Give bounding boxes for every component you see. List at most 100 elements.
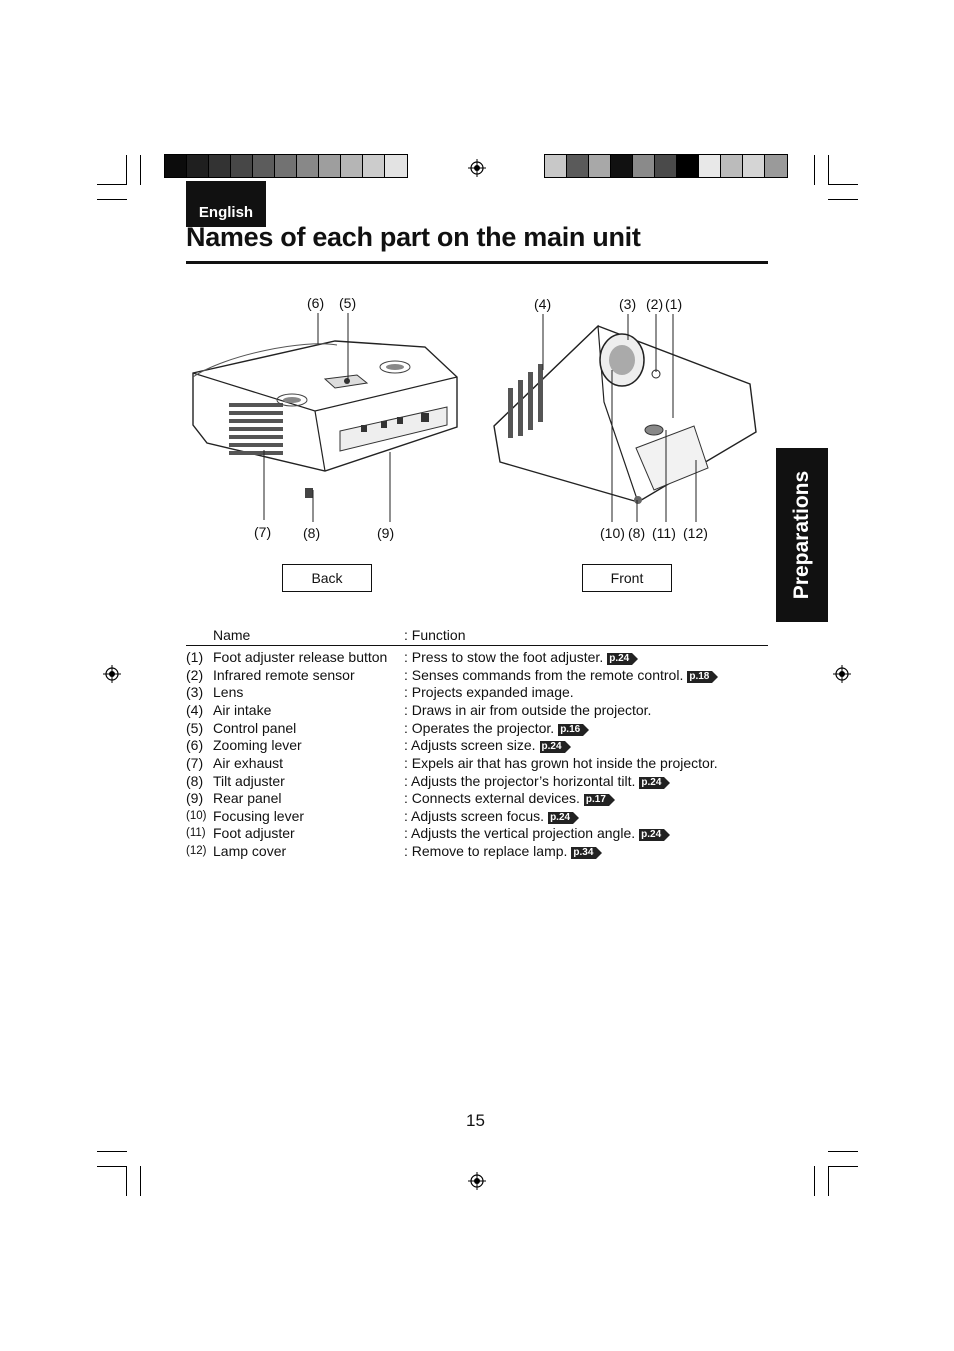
row-function: : Adjusts the projector’s horizontal til… bbox=[404, 773, 671, 789]
row-function: : Senses commands from the remote contro… bbox=[404, 667, 719, 683]
page-reference-badge[interactable]: p.24 bbox=[539, 741, 571, 753]
crop-mark bbox=[828, 155, 829, 185]
crop-mark bbox=[828, 1166, 829, 1196]
table-header-rule bbox=[186, 645, 768, 646]
row-number: (3) bbox=[186, 684, 204, 700]
projector-front-illustration bbox=[493, 324, 757, 504]
leader-lines bbox=[263, 313, 697, 522]
callout-10: (10) bbox=[600, 525, 625, 541]
callout-5: (5) bbox=[339, 295, 357, 311]
registration-mark-icon bbox=[833, 665, 851, 683]
crop-mark bbox=[828, 184, 858, 185]
row-name: Zooming lever bbox=[213, 737, 302, 753]
row-name: Lens bbox=[213, 684, 244, 700]
crop-mark bbox=[97, 1151, 127, 1152]
row-function: : Projects expanded image. bbox=[404, 684, 574, 700]
row-function-text: : Operates the projector. bbox=[404, 720, 555, 736]
row-function-text: : Draws in air from outside the projecto… bbox=[404, 702, 652, 718]
callout-8: (8) bbox=[303, 525, 321, 541]
callout-3: (3) bbox=[619, 296, 637, 312]
page-reference-badge[interactable]: p.24 bbox=[639, 829, 671, 841]
crop-mark bbox=[828, 1151, 858, 1152]
page-reference-badge[interactable]: p.18 bbox=[687, 671, 719, 683]
page-reference-badge[interactable]: p.17 bbox=[583, 794, 615, 806]
row-number: (11) bbox=[186, 827, 206, 839]
row-number: (12) bbox=[186, 845, 207, 857]
crop-mark bbox=[97, 199, 127, 200]
row-function-text: : Adjusts screen size. bbox=[404, 737, 536, 753]
row-name: Foot adjuster release button bbox=[213, 649, 388, 665]
row-number: (7) bbox=[186, 755, 204, 771]
row-number: (2) bbox=[186, 667, 204, 683]
crop-mark bbox=[126, 155, 127, 185]
row-name: Air intake bbox=[213, 702, 272, 718]
page-reference-badge[interactable]: p.16 bbox=[558, 724, 590, 736]
callout-11: (11) bbox=[652, 525, 676, 541]
callout-9: (9) bbox=[377, 525, 395, 541]
row-function-text: : Remove to replace lamp. bbox=[404, 843, 568, 859]
callout-12: (12) bbox=[683, 525, 708, 541]
callout-6: (6) bbox=[307, 295, 325, 311]
crop-mark bbox=[97, 1166, 127, 1167]
page-number: 15 bbox=[466, 1111, 485, 1130]
page-reference-badge[interactable]: p.24 bbox=[639, 777, 671, 789]
row-name: Air exhaust bbox=[213, 755, 284, 771]
row-name: Focusing lever bbox=[213, 808, 305, 824]
callout-4: (4) bbox=[534, 296, 552, 312]
row-name: Foot adjuster bbox=[213, 825, 295, 841]
row-function-text: : Connects external devices. bbox=[404, 790, 580, 806]
callout-1: (1) bbox=[665, 296, 683, 312]
registration-mark-icon bbox=[103, 665, 121, 683]
row-number: (1) bbox=[186, 649, 204, 665]
crop-mark bbox=[97, 184, 127, 185]
row-function-text: : Press to stow the foot adjuster. bbox=[404, 649, 604, 665]
row-function: : Expels air that has grown hot inside t… bbox=[404, 755, 718, 771]
color-bar-right bbox=[544, 154, 788, 178]
row-name: Tilt adjuster bbox=[213, 773, 285, 789]
row-name: Rear panel bbox=[213, 790, 282, 806]
crop-mark bbox=[814, 1166, 815, 1196]
crop-mark bbox=[140, 1166, 141, 1196]
row-number: (5) bbox=[186, 720, 204, 736]
crop-mark bbox=[814, 155, 815, 185]
crop-mark bbox=[126, 1166, 127, 1196]
row-name: Control panel bbox=[213, 720, 297, 736]
row-number: (8) bbox=[186, 773, 204, 789]
title-rule bbox=[186, 261, 768, 264]
row-function: : Adjusts screen focus.p.24 bbox=[404, 808, 580, 824]
row-function: : Adjusts the vertical projection angle.… bbox=[404, 825, 671, 841]
row-function: : Draws in air from outside the projecto… bbox=[404, 702, 651, 718]
row-function: : Adjusts screen size.p.24 bbox=[404, 737, 571, 753]
row-name: Lamp cover bbox=[213, 843, 287, 859]
crop-mark bbox=[828, 199, 858, 200]
row-function-text: : Adjusts the vertical projection angle. bbox=[404, 825, 636, 841]
registration-mark-icon bbox=[468, 159, 486, 177]
table-header-function: : Function bbox=[404, 627, 466, 643]
row-function-text: : Senses commands from the remote contro… bbox=[404, 667, 684, 683]
table-header-name: Name bbox=[213, 627, 251, 643]
row-function: : Operates the projector.p.16 bbox=[404, 720, 590, 736]
row-function-text: : Adjusts the projector’s horizontal til… bbox=[404, 773, 636, 789]
row-function-text: : Projects expanded image. bbox=[404, 684, 574, 700]
callout-8-front: (8) bbox=[628, 525, 646, 541]
row-function-text: : Adjusts screen focus. bbox=[404, 808, 545, 824]
page-reference-badge[interactable]: p.34 bbox=[571, 847, 603, 859]
row-number: (6) bbox=[186, 737, 204, 753]
crop-mark bbox=[140, 155, 141, 185]
registration-mark-icon bbox=[468, 1172, 486, 1190]
row-name: Infrared remote sensor bbox=[213, 667, 355, 683]
language-badge: English bbox=[186, 181, 266, 227]
view-label-front: Front bbox=[582, 564, 672, 592]
callout-7: (7) bbox=[254, 524, 272, 540]
callout-2: (2) bbox=[646, 296, 664, 312]
page-title: Names of each part on the main unit bbox=[186, 222, 641, 252]
page-reference-badge[interactable]: p.24 bbox=[548, 812, 580, 824]
row-function-text: : Expels air that has grown hot inside t… bbox=[404, 755, 718, 771]
projector-back-illustration bbox=[192, 340, 458, 498]
page-reference-badge[interactable]: p.24 bbox=[607, 653, 639, 665]
row-function: : Connects external devices.p.17 bbox=[404, 790, 615, 806]
crop-mark bbox=[828, 1166, 858, 1167]
row-function: : Remove to replace lamp.p.34 bbox=[404, 843, 603, 859]
section-tab: Preparations bbox=[776, 448, 828, 622]
row-function: : Press to stow the foot adjuster.p.24 bbox=[404, 649, 639, 665]
